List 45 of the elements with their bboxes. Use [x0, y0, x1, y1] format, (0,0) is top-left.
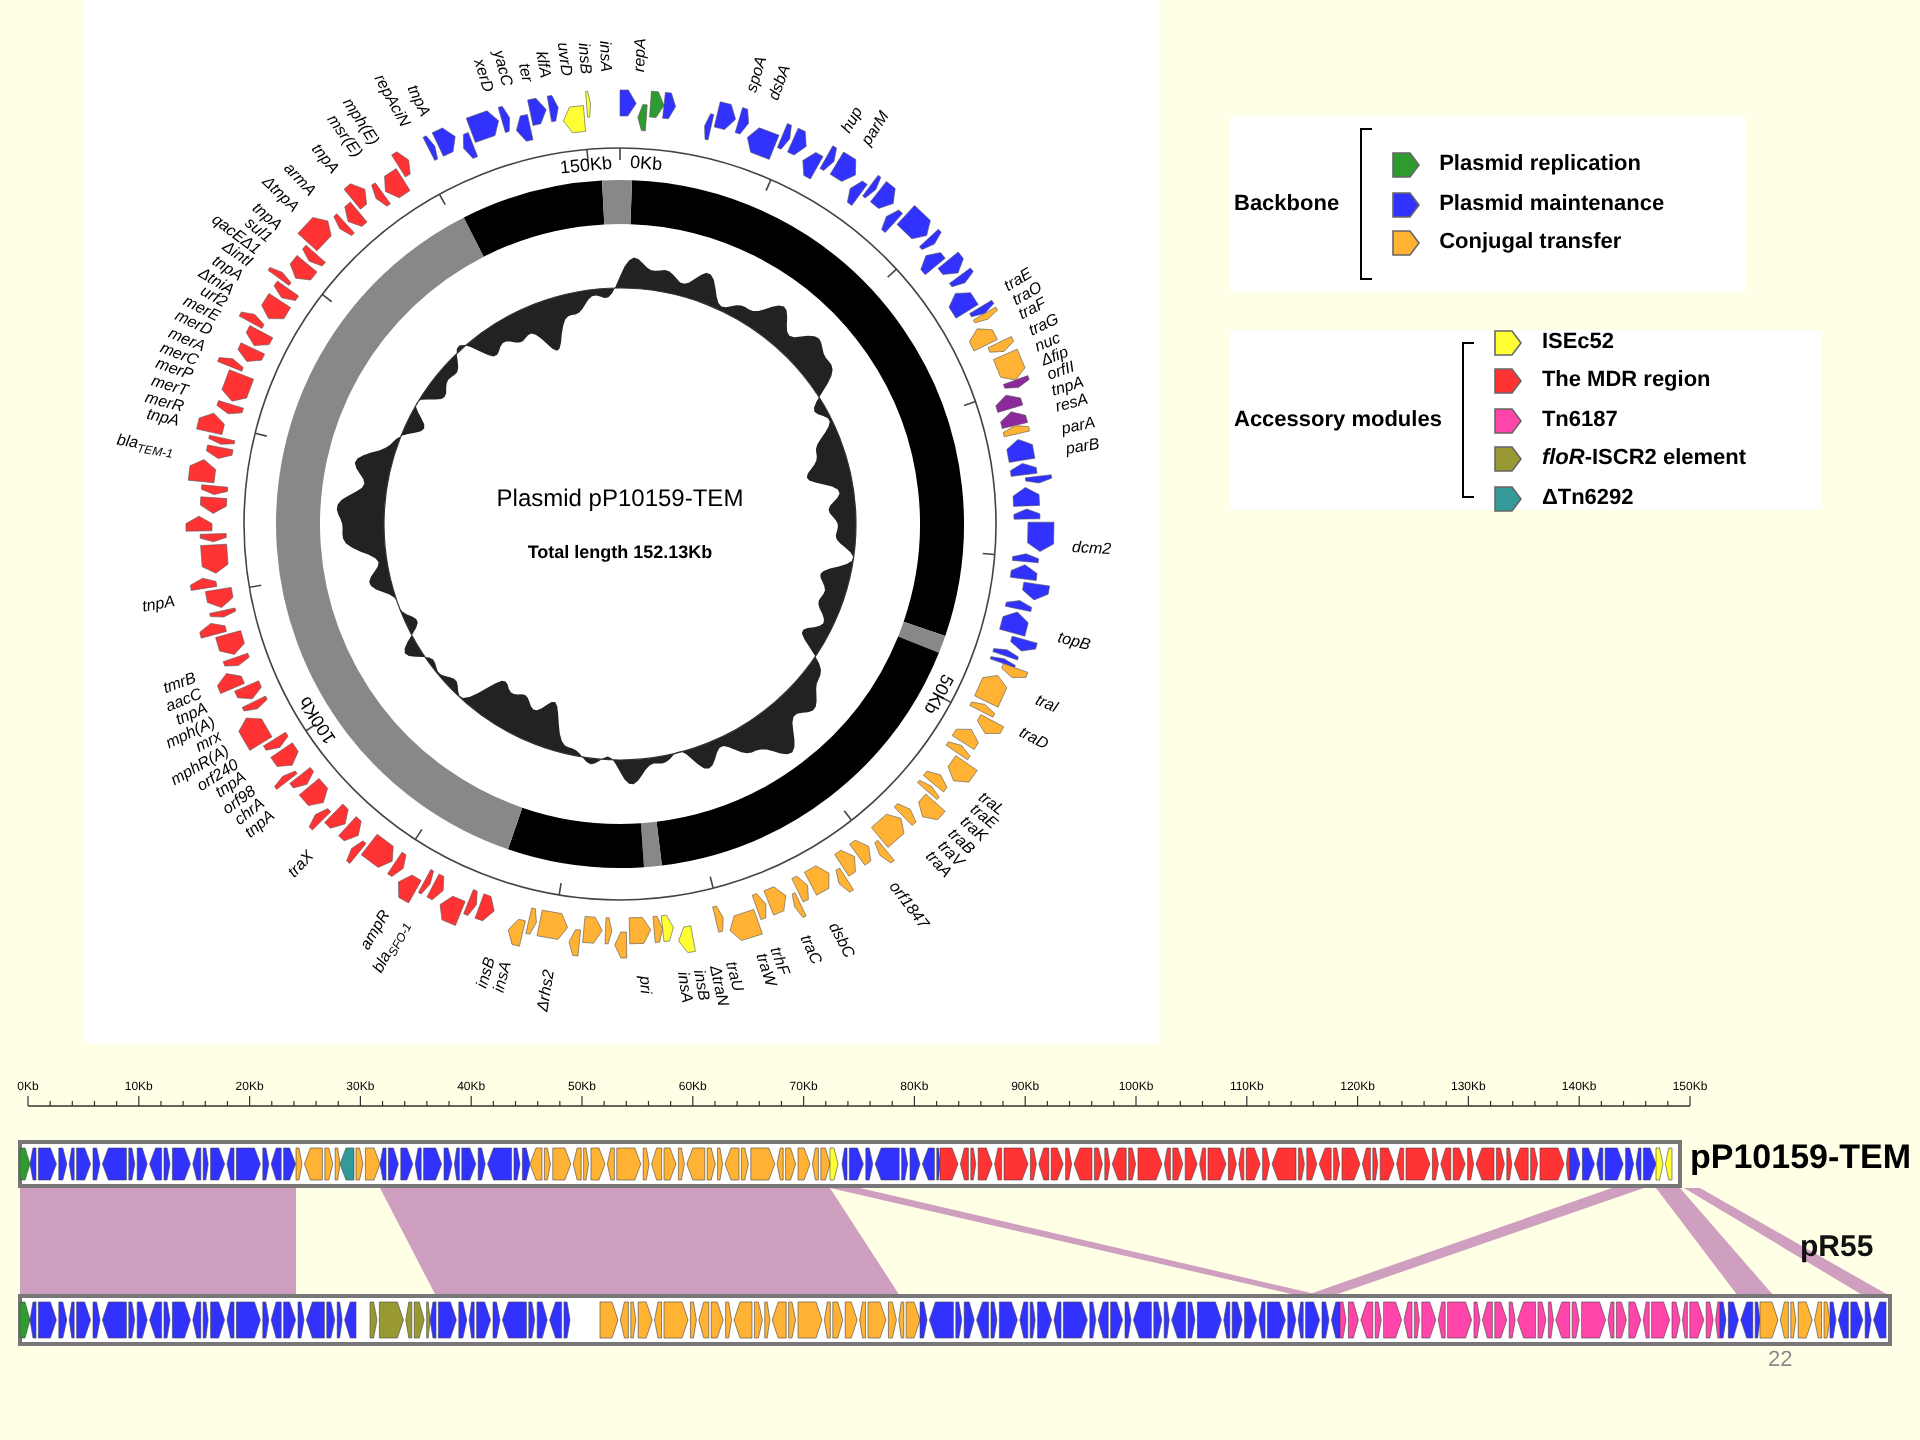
gene-label: insB: [690, 967, 712, 1002]
legend-label: Plasmid replication: [1439, 150, 1641, 181]
gene-label: parA: [1060, 415, 1097, 438]
legend-panel: [1230, 116, 1746, 292]
legend-label: ΔTn6292: [1541, 483, 1634, 514]
gene-label: traC: [796, 933, 824, 968]
gene-label: tnpA: [141, 594, 177, 617]
legend-heading: Accessory modules: [1234, 405, 1442, 436]
legend-label: The MDR region: [1541, 366, 1711, 397]
scale-label: 50Kb: [920, 670, 956, 716]
page-number: 22: [1768, 1350, 1793, 1372]
legend-label: floR-ISCR2 element: [1541, 444, 1747, 475]
gene-label: insA: [595, 40, 613, 73]
scale-label: 0Kb: [628, 154, 662, 175]
gene-label: dsbA: [767, 62, 795, 102]
total-length-text: Total length 152.13Kb: [527, 540, 713, 567]
legend-label: Conjugal transfer: [1439, 228, 1622, 259]
gene-label: pri: [635, 974, 653, 994]
legend-label: ISEc52: [1541, 327, 1615, 358]
gene-label: repA: [631, 38, 650, 73]
gene-label: dsbC: [825, 919, 857, 960]
gene-label: parB: [1064, 435, 1101, 458]
gene-label: insA: [491, 959, 515, 994]
gene-label: Δrhs2: [534, 969, 558, 1013]
gene-label: traU: [721, 960, 745, 994]
gene-label: traD: [1017, 725, 1052, 754]
gene-label: insB: [574, 41, 593, 74]
gene-label: bla$_{TEM-1}$: [116, 432, 176, 458]
gene-label: hup: [839, 105, 867, 137]
legend-panel: [1230, 330, 1822, 510]
plasmid-name: pR55: [1800, 1232, 1874, 1262]
gene-label: uvrD: [552, 40, 573, 77]
gene-label: dcm2: [1070, 539, 1111, 558]
gene-label: traI: [1032, 693, 1061, 717]
scale-label: 150Kb: [558, 154, 613, 178]
gene-label: ter: [514, 61, 534, 84]
legend-label: Plasmid maintenance: [1439, 189, 1665, 220]
plasmid-name: pP10159-TEM: [1690, 1140, 1912, 1174]
gene-label: insA: [675, 970, 696, 1004]
legend-label: Tn6187: [1541, 405, 1618, 436]
legend-heading: Backbone: [1234, 189, 1340, 220]
gene-label: topB: [1055, 629, 1092, 654]
plasmid-title: Plasmid pP10159-TEM: [496, 482, 744, 517]
gene-label: spoA: [744, 54, 771, 95]
gene-label: klfA: [533, 50, 554, 80]
